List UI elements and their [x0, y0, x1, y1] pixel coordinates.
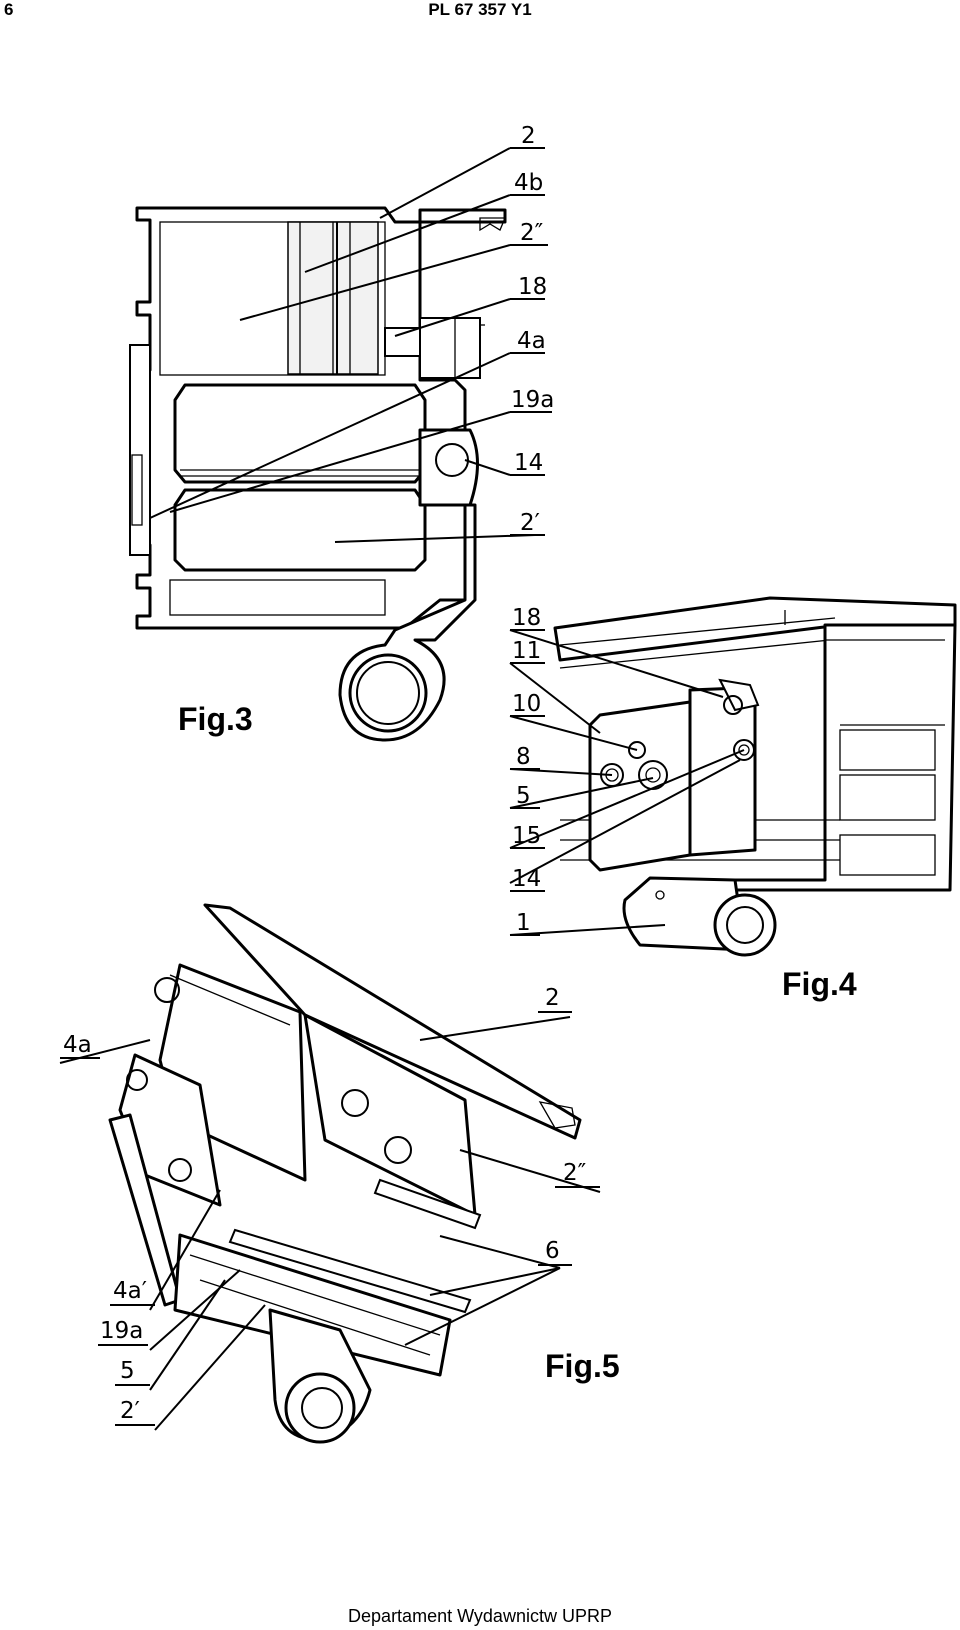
fig5-drawing: [108, 903, 582, 1444]
fig4-leaders: [509, 629, 745, 936]
fig3-leaders: [149, 147, 536, 543]
footer-publisher: Departament Wydawnictw UPRP: [348, 1606, 612, 1626]
fig3-label-4a: 4a: [517, 328, 546, 354]
fig4-label-18: 18: [512, 605, 541, 631]
fig5-label-5: 5: [120, 1358, 135, 1384]
document-id: PL 67 357 Y1: [428, 0, 532, 19]
fig4-label-14: 14: [512, 866, 541, 892]
fig3-label-2: 2: [521, 123, 536, 149]
fig3-label-18: 18: [518, 274, 547, 300]
fig3-caption: Fig.3: [178, 701, 253, 737]
fig5-label-2: 2: [545, 985, 560, 1011]
fig3-label-4b: 4b: [514, 170, 543, 196]
fig3-drawing: [129, 206, 507, 742]
fig4-label-11: 11: [512, 638, 541, 664]
fig3-label-2prime: 2′: [520, 510, 540, 536]
fig4-label-8: 8: [516, 744, 531, 770]
fig4-label-1: 1: [516, 910, 531, 936]
fig4-label-15: 15: [512, 823, 541, 849]
fig4-caption: Fig.4: [782, 966, 857, 1002]
fig3-label-19a: 19a: [511, 387, 554, 413]
fig5-label-19a: 19a: [100, 1318, 143, 1344]
fig5-label-4a: 4a: [63, 1032, 92, 1058]
fig4-label-5: 5: [516, 783, 531, 809]
fig5-label-6: 6: [545, 1238, 560, 1264]
fig5-label-2prime: 2′: [120, 1398, 140, 1424]
fig5-label-2dblprime: 2″: [563, 1160, 587, 1186]
fig3-label-14: 14: [514, 450, 543, 476]
fig5-leaders: [59, 1016, 601, 1431]
fig4-label-10: 10: [512, 691, 541, 717]
fig5-caption: Fig.5: [545, 1348, 620, 1384]
page-number: 6: [4, 0, 14, 19]
fig4-drawing: [553, 596, 957, 957]
fig5-label-4aprime: 4a′: [113, 1278, 147, 1304]
fig3-label-2dblprime: 2″: [520, 220, 544, 246]
